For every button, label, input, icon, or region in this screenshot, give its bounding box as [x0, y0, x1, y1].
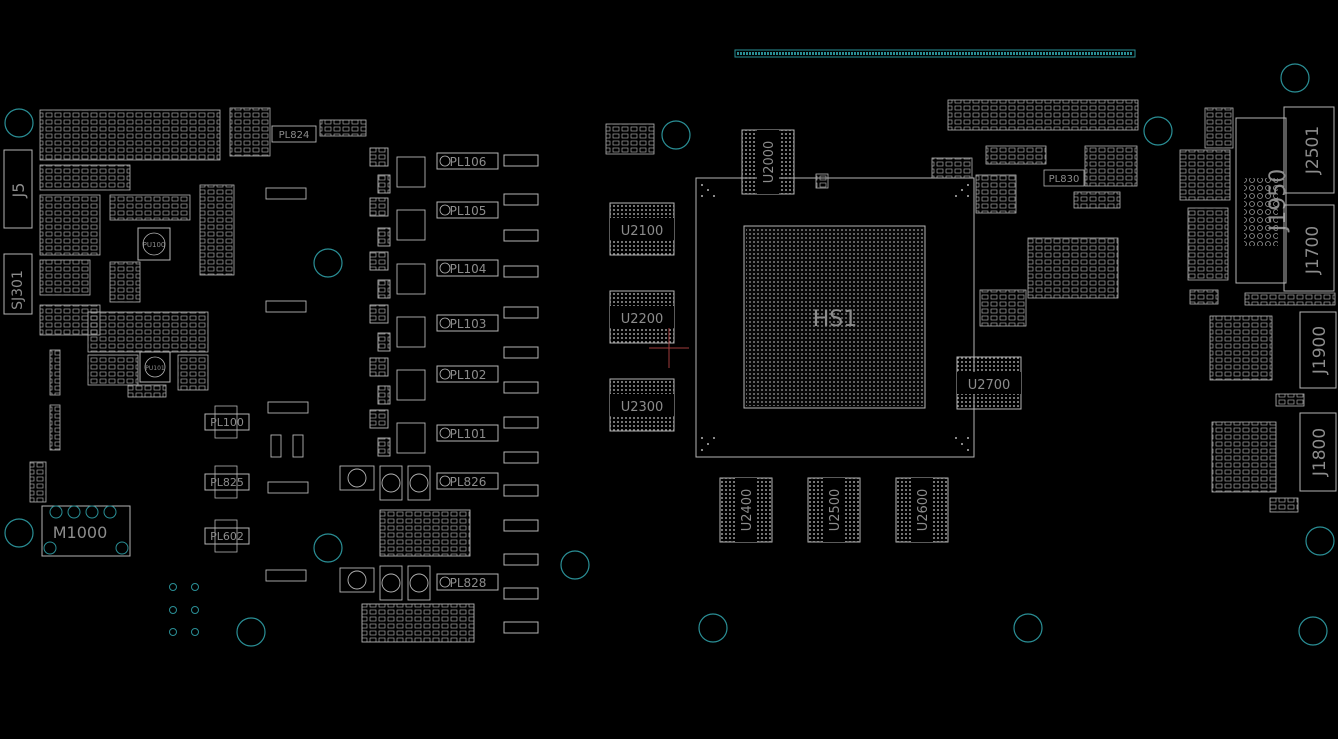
inductor-label-pl828: PL828: [450, 576, 487, 590]
inductor-pl825: PL825: [204, 465, 250, 499]
connector-label-j5: J5: [9, 183, 28, 199]
chip-label-u2600: U2600: [916, 489, 931, 532]
left-smd-cluster: [29, 107, 367, 503]
cursor-crosshair: [649, 328, 689, 368]
inductor-label-pl101: PL101: [450, 427, 487, 441]
memory-chip-u2300: U2300: [609, 378, 675, 432]
connector-label-j1900: J1900: [1310, 326, 1330, 375]
mounting-hole: [661, 120, 691, 150]
memory-chip-u2700: U2700: [956, 356, 1022, 410]
connector-j5: J5: [3, 149, 33, 229]
pcie-edge-connector: [734, 49, 1136, 58]
mounting-hole: [313, 248, 343, 278]
connector-label-sj301: SJ301: [10, 270, 26, 310]
inductor-label-pl825: PL825: [210, 476, 244, 489]
mounting-hole: [1298, 616, 1328, 646]
mounting-hole: [4, 518, 34, 548]
connector-label-j1700: J1700: [1303, 226, 1323, 275]
mounting-hole: [1013, 613, 1043, 643]
gpu-corner-dots: [701, 184, 969, 451]
memory-chip-u2400: U2400: [719, 477, 773, 543]
controller-label-pu100: PU100: [143, 241, 166, 249]
gpu-package: HS1: [695, 177, 975, 458]
inductor-label-pl106: PL106: [450, 155, 487, 169]
mounting-hole: [560, 550, 590, 580]
chip-label-u2100: U2100: [621, 224, 664, 239]
inductor-pl101: PL101: [436, 424, 499, 442]
chip-label-u2500: U2500: [828, 489, 843, 532]
connector-j1900: J1900: [1299, 311, 1337, 389]
part-label-pl824: PL824: [279, 130, 310, 141]
inductor-pl602: PL602: [204, 519, 250, 553]
chip-label-u2300: U2300: [621, 400, 664, 415]
chip-label-u2400: U2400: [740, 489, 755, 532]
connector-j1950: J1950: [1235, 117, 1291, 284]
mounting-hole: [1305, 526, 1335, 556]
mid-left-parts: [265, 125, 317, 582]
inductor-pl830: PL830: [1049, 174, 1080, 185]
controller-pu100: PU100: [137, 227, 171, 261]
chip-label-u2000: U2000: [762, 141, 777, 184]
chip-label-u2200: U2200: [621, 312, 664, 327]
right-smd-cluster: [1179, 107, 1336, 513]
chip-label-u2700: U2700: [968, 378, 1011, 393]
inductor-label-pl104: PL104: [450, 262, 487, 276]
connector-label-j2501: J2501: [1303, 126, 1323, 175]
connector-label-j1950: J1950: [1266, 169, 1291, 233]
mounting-holes: [4, 63, 1335, 647]
connector-label-j1800: J1800: [1310, 428, 1330, 477]
mounting-hole: [1280, 63, 1310, 93]
module-label-m1000: M1000: [53, 523, 108, 542]
inductor-label-pl103: PL103: [450, 317, 487, 331]
mounting-hole: [313, 533, 343, 563]
mounting-hole: [1143, 116, 1173, 146]
inductor-label-pl105: PL105: [450, 204, 487, 218]
inductor-label-pl100: PL100: [210, 416, 244, 429]
inductor-pl828: PL828: [436, 573, 499, 591]
connector-j1800: J1800: [1299, 412, 1337, 492]
bulk-capacitors: [339, 465, 475, 643]
memory-chip-u2200: U2200: [609, 290, 675, 344]
connector-j1700: J1700: [1283, 204, 1335, 292]
memory-chip-u2000: U2000: [741, 129, 795, 195]
connector-j2501: J2501: [1283, 106, 1335, 194]
output-capacitors: [503, 154, 539, 634]
mounting-hole: [4, 108, 34, 138]
inductor-pl100: PL100: [204, 405, 250, 439]
inductor-column: PL106 PL105 PL104 PL103 PL102 PL101: [436, 152, 499, 591]
inductor-label-pl102: PL102: [450, 368, 487, 382]
power-stage-column: [369, 147, 426, 457]
upper-right-smd-cluster: [605, 99, 1139, 327]
inductor-pl826: PL826: [436, 472, 499, 490]
inductor-pl104: PL104: [436, 259, 499, 277]
inductor-pl102: PL102: [436, 365, 499, 383]
inductor-label-pl602: PL602: [210, 530, 244, 543]
inductor-label-pl826: PL826: [450, 475, 487, 489]
memory-chip-u2500: U2500: [807, 477, 861, 543]
mounting-hole: [236, 617, 266, 647]
pl824-part: PL824: [279, 130, 310, 141]
inductor-pl103: PL103: [436, 314, 499, 332]
gpu-label: HS1: [813, 307, 858, 332]
inductor-pl105: PL105: [436, 201, 499, 219]
inductor-pl106: PL106: [436, 152, 499, 170]
memory-chip-u2600: U2600: [895, 477, 949, 543]
inductor-label-pl830: PL830: [1049, 174, 1080, 185]
fan-pad-array: [169, 583, 199, 636]
memory-chip-u2100: U2100: [609, 202, 675, 256]
module-m1000: M1000: [41, 505, 131, 557]
connector-sj301: SJ301: [3, 253, 33, 315]
controller-label-pu101: PU101: [145, 365, 165, 372]
mounting-hole: [698, 613, 728, 643]
